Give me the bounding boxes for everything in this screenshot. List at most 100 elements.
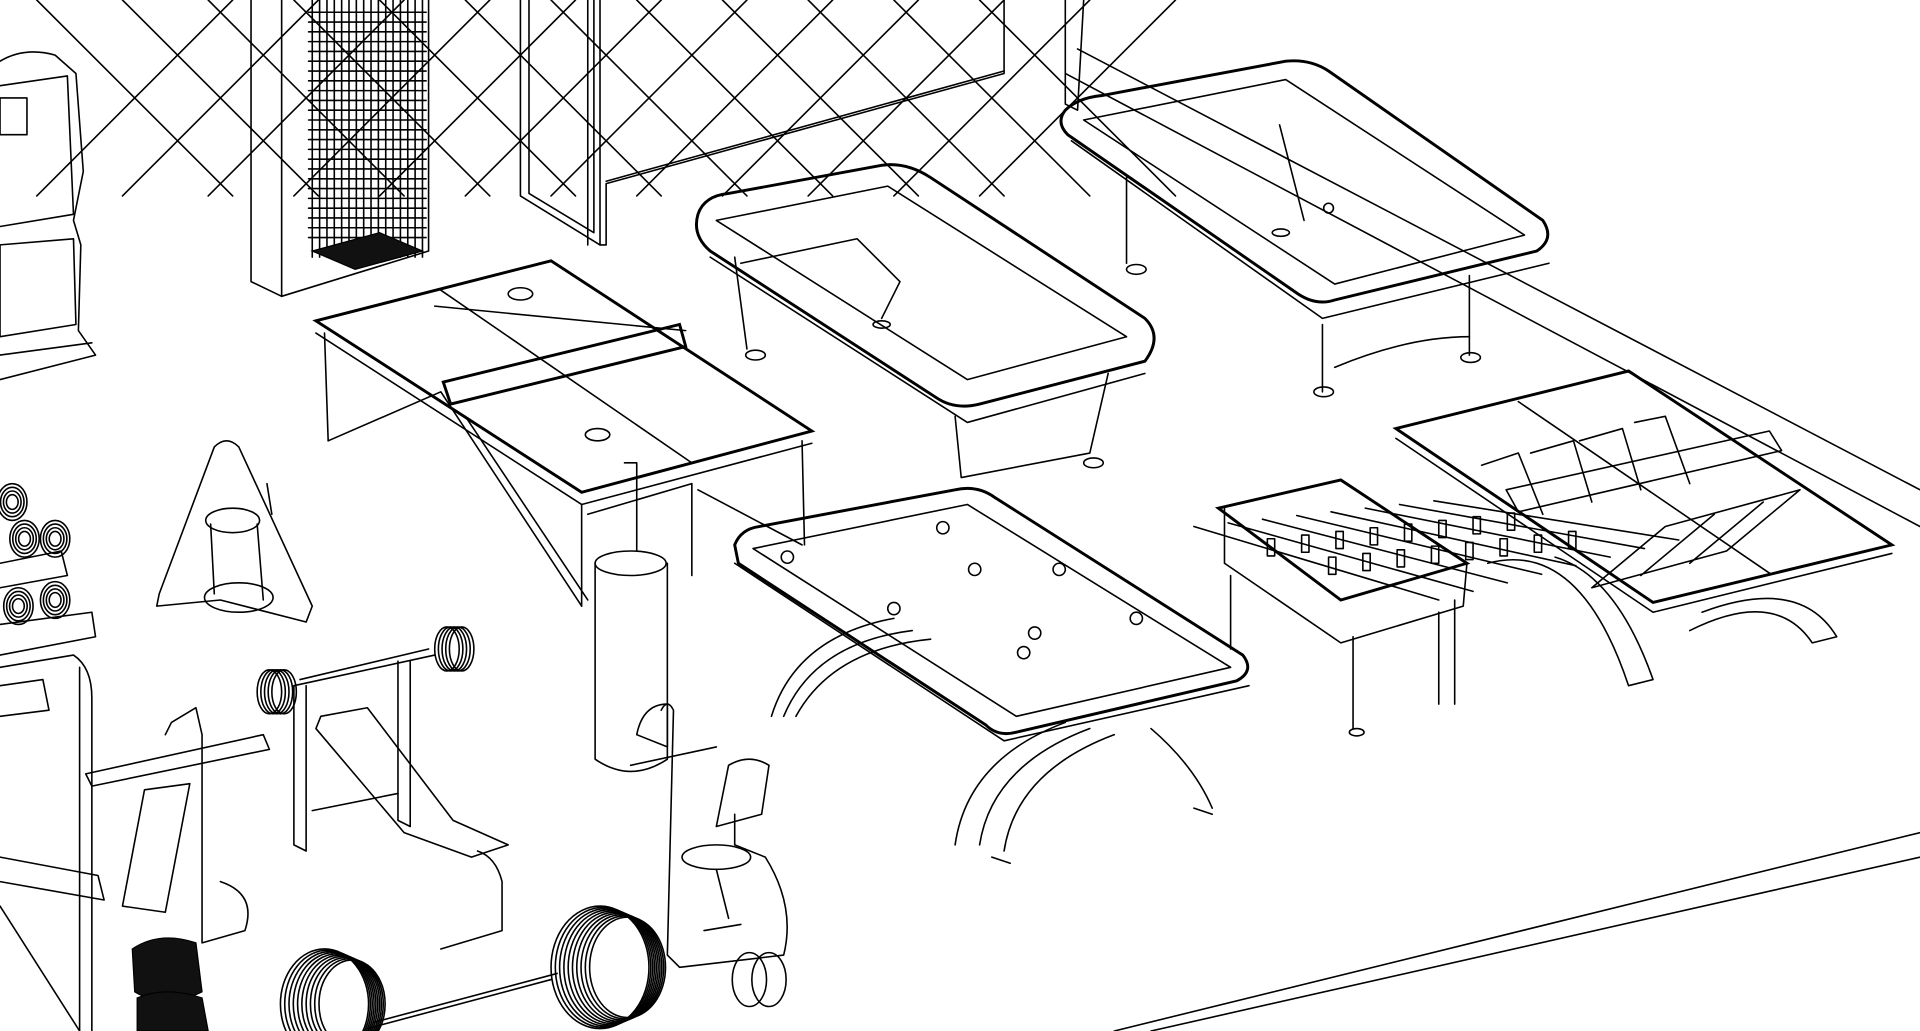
weight-plate (305, 955, 381, 1031)
foosball-rod (1433, 500, 1680, 541)
weight-plate (279, 948, 370, 1031)
net-line (464, 0, 663, 197)
foosball-player (1369, 526, 1379, 546)
foosball-player (1300, 534, 1310, 554)
foosball-player (1403, 523, 1413, 543)
weight-plate (271, 668, 298, 715)
ball-cart (155, 440, 314, 623)
foosball-player (1327, 556, 1337, 576)
foosball-rod (1193, 525, 1440, 601)
weight-plate (2, 490, 22, 514)
net-line (978, 0, 1177, 197)
weight-plate-rack (0, 482, 97, 718)
weight-plate (263, 668, 290, 715)
foosball-player (1430, 545, 1440, 565)
foosball-rod (1261, 518, 1509, 584)
weight-plate (260, 668, 287, 715)
foosball-player (1506, 512, 1516, 531)
foosball-table (1193, 478, 1680, 737)
weight-plate (17, 530, 32, 547)
weight-plate (580, 913, 663, 1021)
weight-plate (584, 915, 665, 1020)
weight-plate (571, 911, 659, 1024)
foosball-rod (1398, 503, 1646, 550)
weight-plate (288, 950, 374, 1031)
weight-plate (292, 951, 375, 1031)
floor-outline (1064, 48, 1920, 1031)
weight-plate (0, 482, 28, 522)
pool-table-right (1059, 59, 1550, 398)
ping-pong-table (312, 259, 816, 607)
exercise-bike (629, 703, 788, 1008)
foosball-player (1396, 548, 1406, 568)
weight-plate (45, 526, 65, 551)
weight-plate (563, 908, 656, 1026)
weight-plate (9, 519, 40, 558)
weight-plate (567, 910, 658, 1025)
net-line (550, 0, 748, 197)
weight-plate (588, 916, 667, 1019)
weight-plate (0, 486, 25, 518)
weight-plate (433, 626, 460, 672)
net-line (121, 0, 320, 197)
weight-plate (14, 526, 35, 551)
barbell (279, 905, 667, 1031)
weight-plate (301, 954, 379, 1031)
weight-plate (437, 626, 464, 672)
weight-plate (441, 626, 468, 672)
weight-plate (11, 523, 38, 555)
foosball-player (1437, 519, 1447, 539)
weight-plate (309, 956, 383, 1031)
foosball-rod (1295, 514, 1543, 576)
weight-plate (283, 949, 372, 1031)
weight-plate (45, 588, 65, 612)
weight-plate (11, 597, 26, 615)
weight-plate (8, 594, 28, 618)
weight-plate (448, 626, 475, 672)
weight-plate (48, 591, 62, 609)
pool-table-middle (694, 163, 1156, 479)
net-line (893, 0, 1091, 197)
arcade-machine (0, 51, 97, 381)
foosball-player (1472, 515, 1482, 535)
foosball-player (1266, 537, 1276, 557)
net-line (635, 0, 834, 197)
foosball-player (1335, 530, 1345, 550)
net-line (378, 0, 577, 197)
net-line (35, 0, 234, 197)
foosball-player (1499, 537, 1509, 557)
punching-bag (594, 462, 669, 773)
weight-plate (39, 580, 71, 620)
foosball-rod (1227, 522, 1474, 593)
net-line (721, 0, 920, 197)
foosball-rod (1330, 511, 1577, 567)
foosball-player (1464, 541, 1474, 561)
weight-plate (575, 912, 661, 1023)
grid-column (250, 0, 430, 298)
net-wall (35, 0, 1177, 246)
weight-plate (554, 906, 652, 1029)
weight-plate (313, 957, 385, 1031)
pool-table-front (733, 486, 1250, 865)
weight-plate (550, 905, 650, 1030)
weight-plate (48, 530, 62, 547)
weight-plate (42, 584, 68, 616)
weight-plate (558, 907, 654, 1027)
weight-bench (256, 626, 509, 950)
weight-plate (444, 626, 472, 672)
ping-pong-table-folded (1392, 369, 1896, 687)
weight-plate (256, 668, 283, 715)
weight-plate (5, 590, 31, 622)
weight-plate (267, 668, 294, 715)
weight-plate (5, 493, 19, 511)
weight-plate (2, 586, 34, 626)
weight-plate (39, 519, 71, 558)
foosball-player (1362, 552, 1371, 572)
net-line (207, 0, 405, 197)
exercise-machine (0, 654, 271, 1031)
weight-plate (318, 959, 386, 1031)
weight-plate (296, 953, 377, 1031)
weight-plate (42, 523, 68, 555)
net-line (807, 0, 1005, 197)
